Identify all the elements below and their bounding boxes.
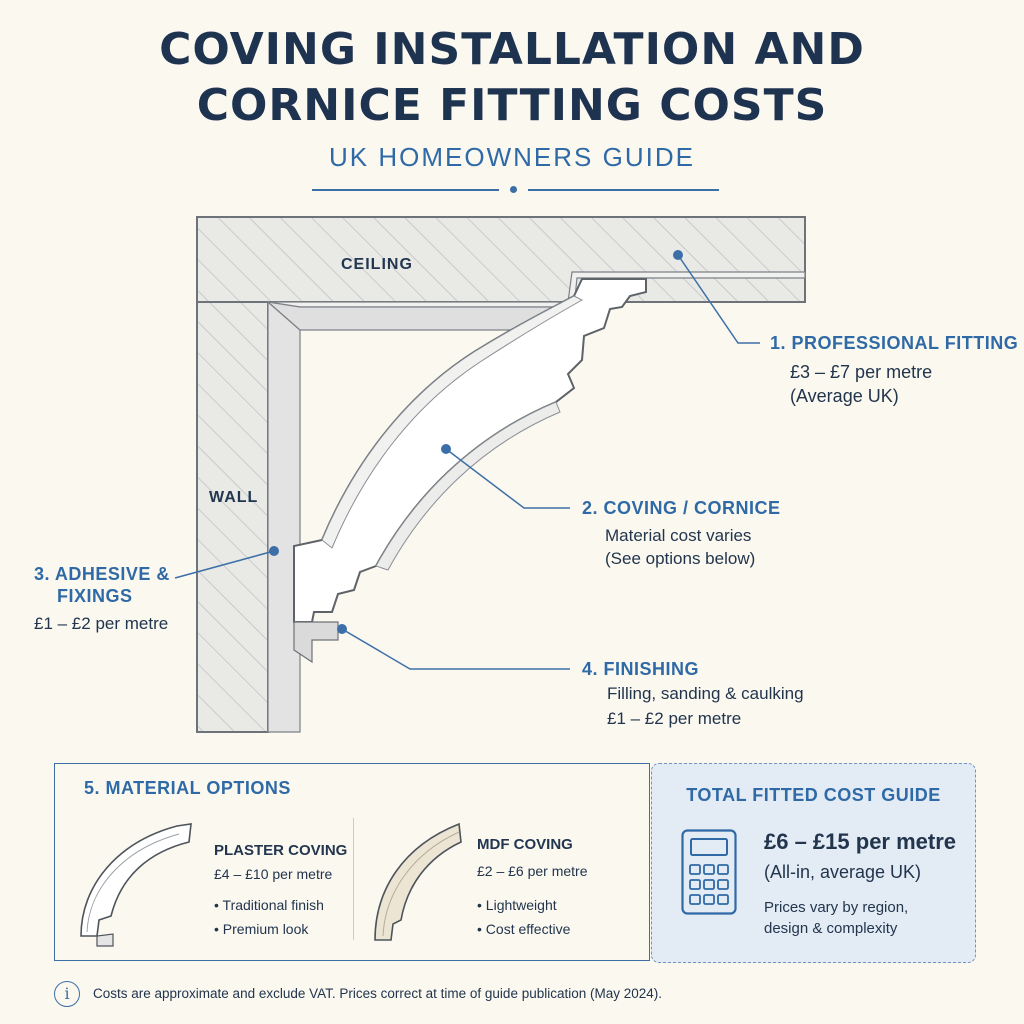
footnote: Costs are approximate and exclude VAT. P… [93,986,663,1001]
material-options-divider [353,818,354,940]
callout-professional-fitting-note: (Average UK) [790,386,899,406]
callout-adhesive-price: £1 – £2 per metre [34,614,169,633]
callout-coving-line2: (See options below) [605,549,756,568]
callout-coving-line1: Material cost varies [605,526,752,545]
mdf-coving-bullet-2: • Cost effective [477,921,571,937]
callout-coving-heading: 2. COVING / CORNICE [582,498,781,518]
ceiling-slab [196,216,806,303]
subtitle-rule-left [312,189,499,191]
material-options-panel: 5. MATERIAL OPTIONS PLASTER COVING £4 – … [54,763,650,961]
plaster-coving-icon [80,823,192,947]
callout-adhesive-heading-line2: FIXINGS [57,586,133,606]
material-options-heading: 5. MATERIAL OPTIONS [84,778,291,798]
leader-adhesive [174,550,275,579]
total-cost-sub: (All-in, average UK) [764,862,922,882]
callout-finishing-line1: Filling, sanding & caulking [607,684,804,703]
wall-plaster [267,300,301,733]
leader-finishing [341,628,570,670]
mdf-coving-icon [374,822,462,941]
mdf-coving-bullet-1: • Lightweight [477,897,557,913]
total-cost-note-line2: design & complexity [764,920,898,937]
mdf-coving-price: £2 – £6 per metre [477,863,588,879]
total-cost-heading: TOTAL FITTED COST GUIDE [686,785,941,805]
wall-slab [196,301,269,733]
page-title-line1: COVING INSTALLATION AND [159,24,865,75]
ceiling-label: CEILING [341,256,413,273]
calculator-icon [681,829,737,915]
total-cost-panel [651,763,976,963]
callout-finishing-heading: 4. FINISHING [582,659,700,679]
leader-coving [445,448,570,509]
page-title-line2: CORNICE FITTING COSTS [196,80,828,131]
plaster-coving-title: PLASTER COVING [214,842,348,859]
callout-finishing-price: £1 – £2 per metre [607,709,742,728]
callout-professional-fitting-price: £3 – £7 per metre [790,362,933,382]
plaster-coving-bullet-1: • Traditional finish [214,897,324,913]
plaster-coving-bullet-2: • Premium look [214,921,309,937]
total-cost-price: £6 – £15 per metre [764,829,957,854]
callout-adhesive-heading-line1: 3. ADHESIVE & [34,564,170,584]
mdf-coving-title: MDF COVING [477,836,573,853]
leader-professional-fitting [677,254,760,344]
subtitle-rule-right [528,189,719,191]
info-icon: i [54,981,80,1007]
plaster-coving-price: £4 – £10 per metre [214,866,333,882]
subtitle-dot [510,186,517,193]
callout-professional-fitting-heading: 1. PROFESSIONAL FITTING [770,333,1019,353]
page-subtitle: UK HOMEOWNERS GUIDE [329,142,695,172]
total-cost-note-line1: Prices vary by region, [764,899,909,916]
wall-label: WALL [209,489,259,506]
